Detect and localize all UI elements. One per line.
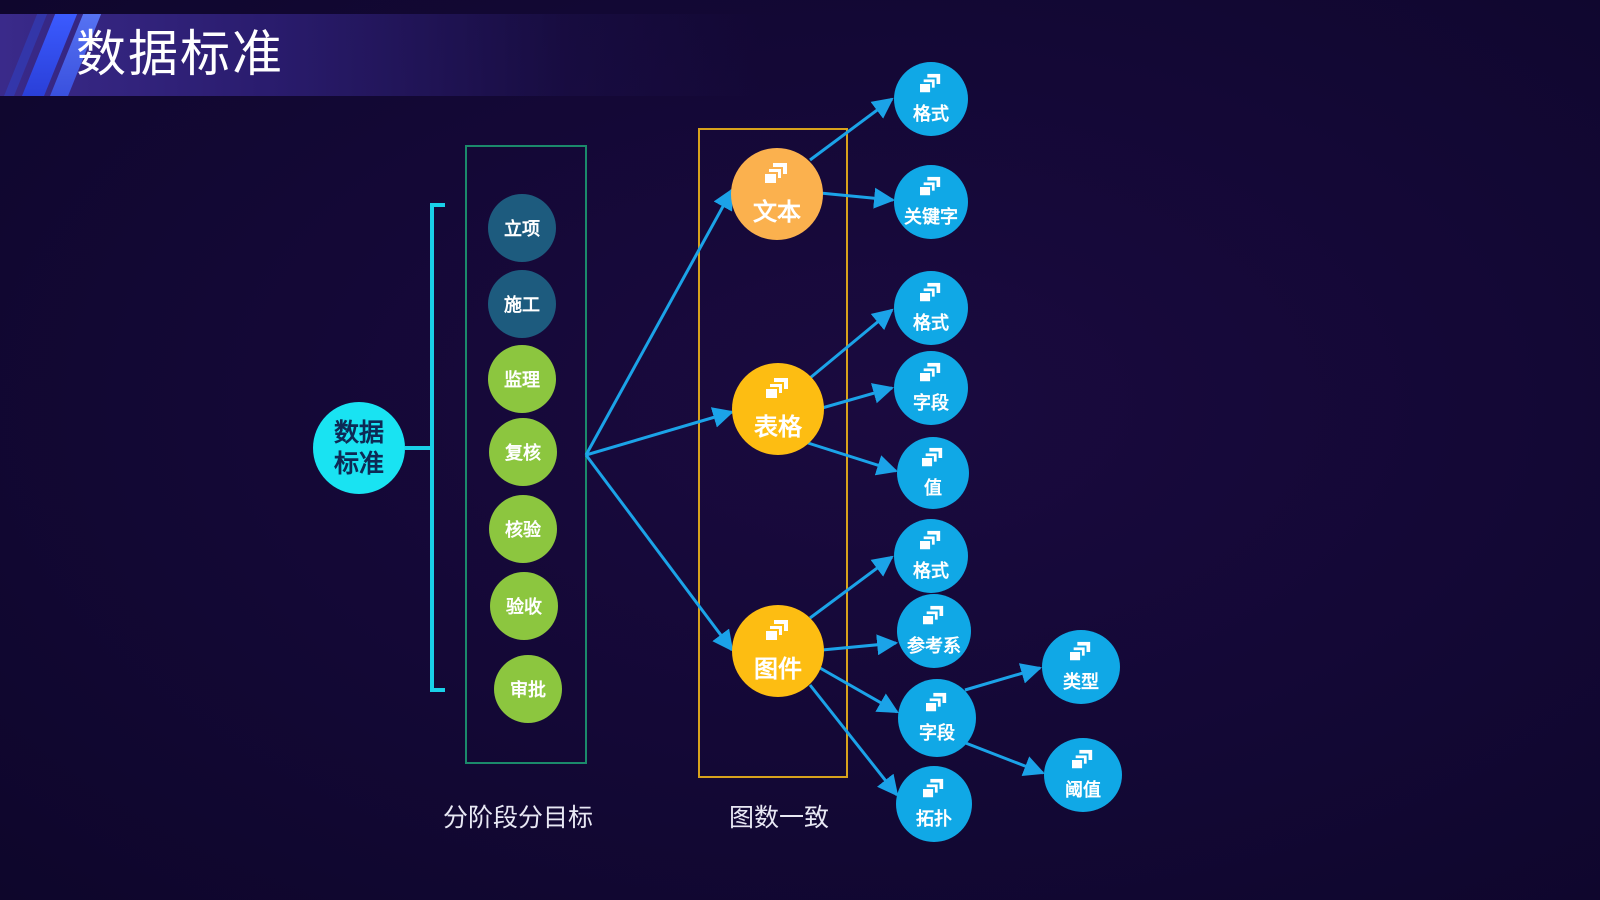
connector-arrow — [821, 383, 895, 410]
copy-icon — [918, 362, 944, 389]
category-node-table: 表格 — [732, 363, 824, 455]
leaf-label: 参考系 — [907, 635, 961, 657]
leaf-label: 值 — [924, 477, 942, 499]
leaf-node: 关键字 — [894, 165, 968, 239]
connector-arrow — [821, 634, 899, 656]
connector-arrow — [808, 684, 899, 797]
stage-node: 审批 — [494, 655, 562, 723]
root-node: 数据 标准 — [313, 402, 405, 494]
stage-node: 立项 — [488, 194, 556, 262]
stage-label: 立项 — [504, 219, 540, 240]
category-node-text: 文本 — [731, 148, 823, 240]
copy-icon — [764, 377, 792, 407]
category-label: 文本 — [753, 197, 801, 226]
leaf-label: 关键字 — [904, 206, 958, 228]
copy-icon — [921, 778, 947, 805]
category-label: 表格 — [754, 412, 802, 441]
copy-icon — [1068, 641, 1094, 668]
stage-node: 施工 — [488, 270, 556, 338]
leaf-node: 参考系 — [897, 594, 971, 668]
copy-icon — [924, 692, 950, 719]
leaf-label: 阈值 — [1065, 779, 1101, 801]
leaf-label: 格式 — [913, 560, 949, 582]
page-title: 数据标准 — [76, 25, 284, 83]
stage-label: 监理 — [504, 370, 540, 391]
leaf-label: 格式 — [913, 312, 949, 334]
copy-icon — [918, 73, 944, 100]
stage-label: 核验 — [505, 520, 541, 541]
leaf-node: 阈值 — [1044, 738, 1122, 812]
leaf-label: 格式 — [913, 103, 949, 125]
stage-label: 复核 — [505, 443, 541, 464]
leaf-node: 类型 — [1042, 630, 1120, 704]
connector-arrow — [809, 555, 894, 620]
leaf-node: 拓扑 — [896, 766, 972, 842]
categories-frame — [698, 128, 848, 778]
stage-label: 施工 — [504, 295, 540, 316]
bracket — [430, 203, 445, 692]
stage-label: 审批 — [510, 680, 546, 701]
copy-icon — [920, 447, 946, 474]
stage-node: 复核 — [489, 418, 557, 486]
stage-node: 核验 — [489, 495, 557, 563]
category-node-drawing: 图件 — [732, 605, 824, 697]
leaf-node: 字段 — [898, 679, 976, 757]
leaf-node: 格式 — [894, 519, 968, 593]
leaf-node: 格式 — [894, 62, 968, 136]
copy-icon — [918, 530, 944, 557]
leaf-label: 类型 — [1063, 671, 1099, 693]
connector-arrow — [584, 188, 734, 456]
connector-arrow — [819, 187, 896, 209]
copy-icon — [918, 282, 944, 309]
root-label-line2: 标准 — [333, 449, 384, 478]
connector-arrow — [964, 663, 1043, 692]
title-banner — [0, 14, 760, 96]
leaf-label: 拓扑 — [916, 808, 952, 830]
leaf-label: 字段 — [913, 392, 949, 414]
stage-node: 监理 — [488, 345, 556, 413]
leaf-node: 字段 — [894, 351, 968, 425]
leaf-label: 字段 — [919, 722, 955, 744]
leaf-node: 值 — [897, 437, 969, 509]
root-label-line1: 数据 — [333, 418, 384, 447]
connector-arrow — [584, 454, 734, 652]
connector-arrow — [962, 740, 1045, 776]
categories-caption: 图数一致 — [729, 803, 830, 832]
copy-icon — [763, 162, 791, 192]
category-label: 图件 — [754, 654, 802, 683]
connector-arrow — [819, 666, 899, 714]
connector-arrow — [809, 97, 894, 162]
connector-arrow — [809, 308, 894, 380]
copy-icon — [1070, 749, 1096, 776]
copy-icon — [918, 176, 944, 203]
copy-icon — [764, 619, 792, 649]
stages-caption: 分阶段分目标 — [443, 803, 594, 832]
copy-icon — [921, 605, 947, 632]
stage-node: 验收 — [490, 572, 558, 640]
connector-arrow — [585, 407, 735, 457]
stage-label: 验收 — [506, 597, 542, 618]
leaf-node: 格式 — [894, 271, 968, 345]
connector-arrow — [807, 441, 899, 476]
